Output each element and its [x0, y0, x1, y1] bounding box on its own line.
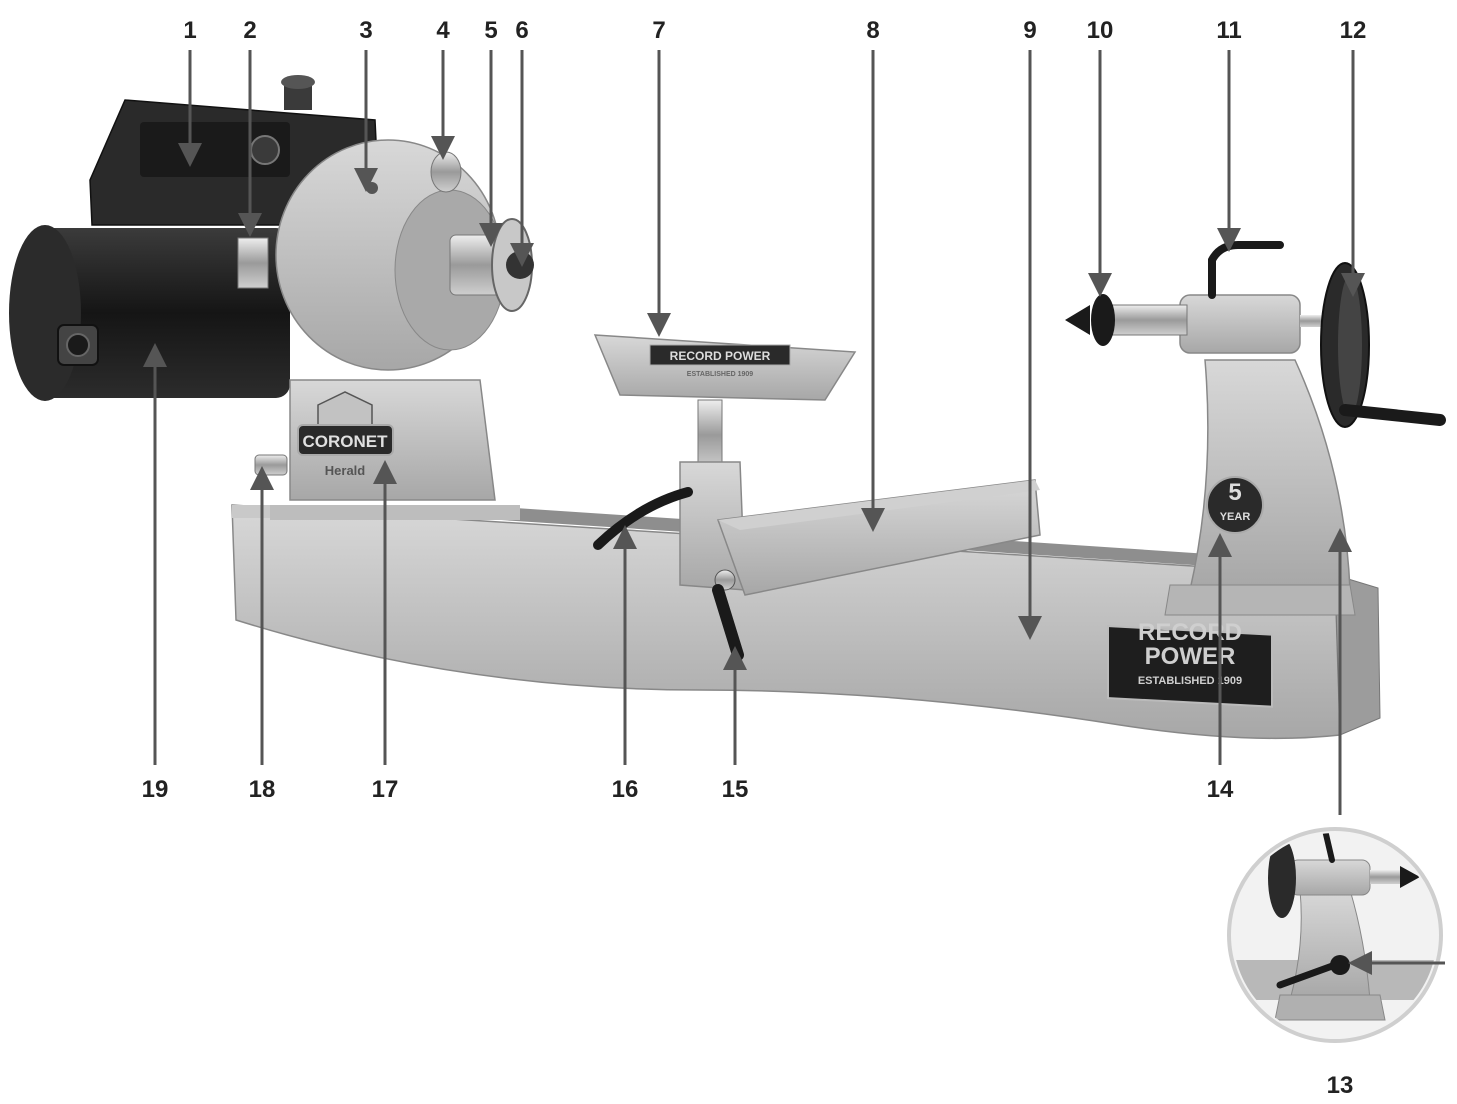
callout-4: 4: [436, 17, 450, 44]
warranty-number: 5: [1228, 479, 1241, 506]
callout-3: 3: [359, 17, 372, 44]
spindle-lock: [430, 151, 462, 193]
tool-rest: RECORD POWER ESTABLISHED 1909: [593, 334, 857, 471]
toolrest-sub: ESTABLISHED 1909: [687, 371, 753, 378]
callout-1: 1: [183, 17, 196, 44]
callout-17: 17: [372, 776, 399, 803]
callout-6: 6: [515, 17, 528, 44]
motor: [9, 225, 290, 401]
callout-2: 2: [243, 17, 256, 44]
handwheel: [1320, 262, 1446, 428]
callout-8: 8: [866, 17, 879, 44]
coronet-badge: CORONET Herald: [297, 391, 394, 478]
plate-line-1: RECORD: [1138, 619, 1242, 646]
banjo: [679, 461, 1041, 596]
tool-rest-lock-lever: [593, 487, 693, 550]
plate-line-3: ESTABLISHED 1909: [1138, 675, 1242, 687]
callout-numbers: 1 2 3 4 5 6 7 8 9 10 11 12 19 18 17 16 1…: [142, 17, 1367, 1099]
callout-11: 11: [1216, 17, 1241, 44]
warranty-badge: 5 YEAR: [1206, 476, 1264, 534]
callout-13: 13: [1327, 1072, 1354, 1099]
headstock-lock-knob: [254, 454, 288, 476]
callout-19: 19: [142, 776, 169, 803]
callout-5: 5: [484, 17, 497, 44]
warranty-word: YEAR: [1220, 511, 1251, 523]
plate-line-2: POWER: [1145, 643, 1236, 670]
callout-16: 16: [612, 776, 639, 803]
callout-7: 7: [652, 17, 665, 44]
callout-12: 12: [1340, 17, 1367, 44]
tailstock-inset: [1227, 827, 1443, 1043]
herald-text: Herald: [325, 463, 366, 478]
toolrest-brand: RECORD POWER: [670, 349, 771, 363]
coronet-text: CORONET: [303, 432, 389, 451]
leader-lines: [143, 50, 1445, 975]
callout-14: 14: [1207, 776, 1234, 803]
record-power-plate: RECORD POWER ESTABLISHED 1909: [1107, 619, 1273, 708]
callout-9: 9: [1023, 17, 1036, 44]
callout-10: 10: [1087, 17, 1114, 44]
banjo-lock-lever: [712, 569, 744, 661]
callout-18: 18: [249, 776, 276, 803]
callout-15: 15: [722, 776, 749, 803]
